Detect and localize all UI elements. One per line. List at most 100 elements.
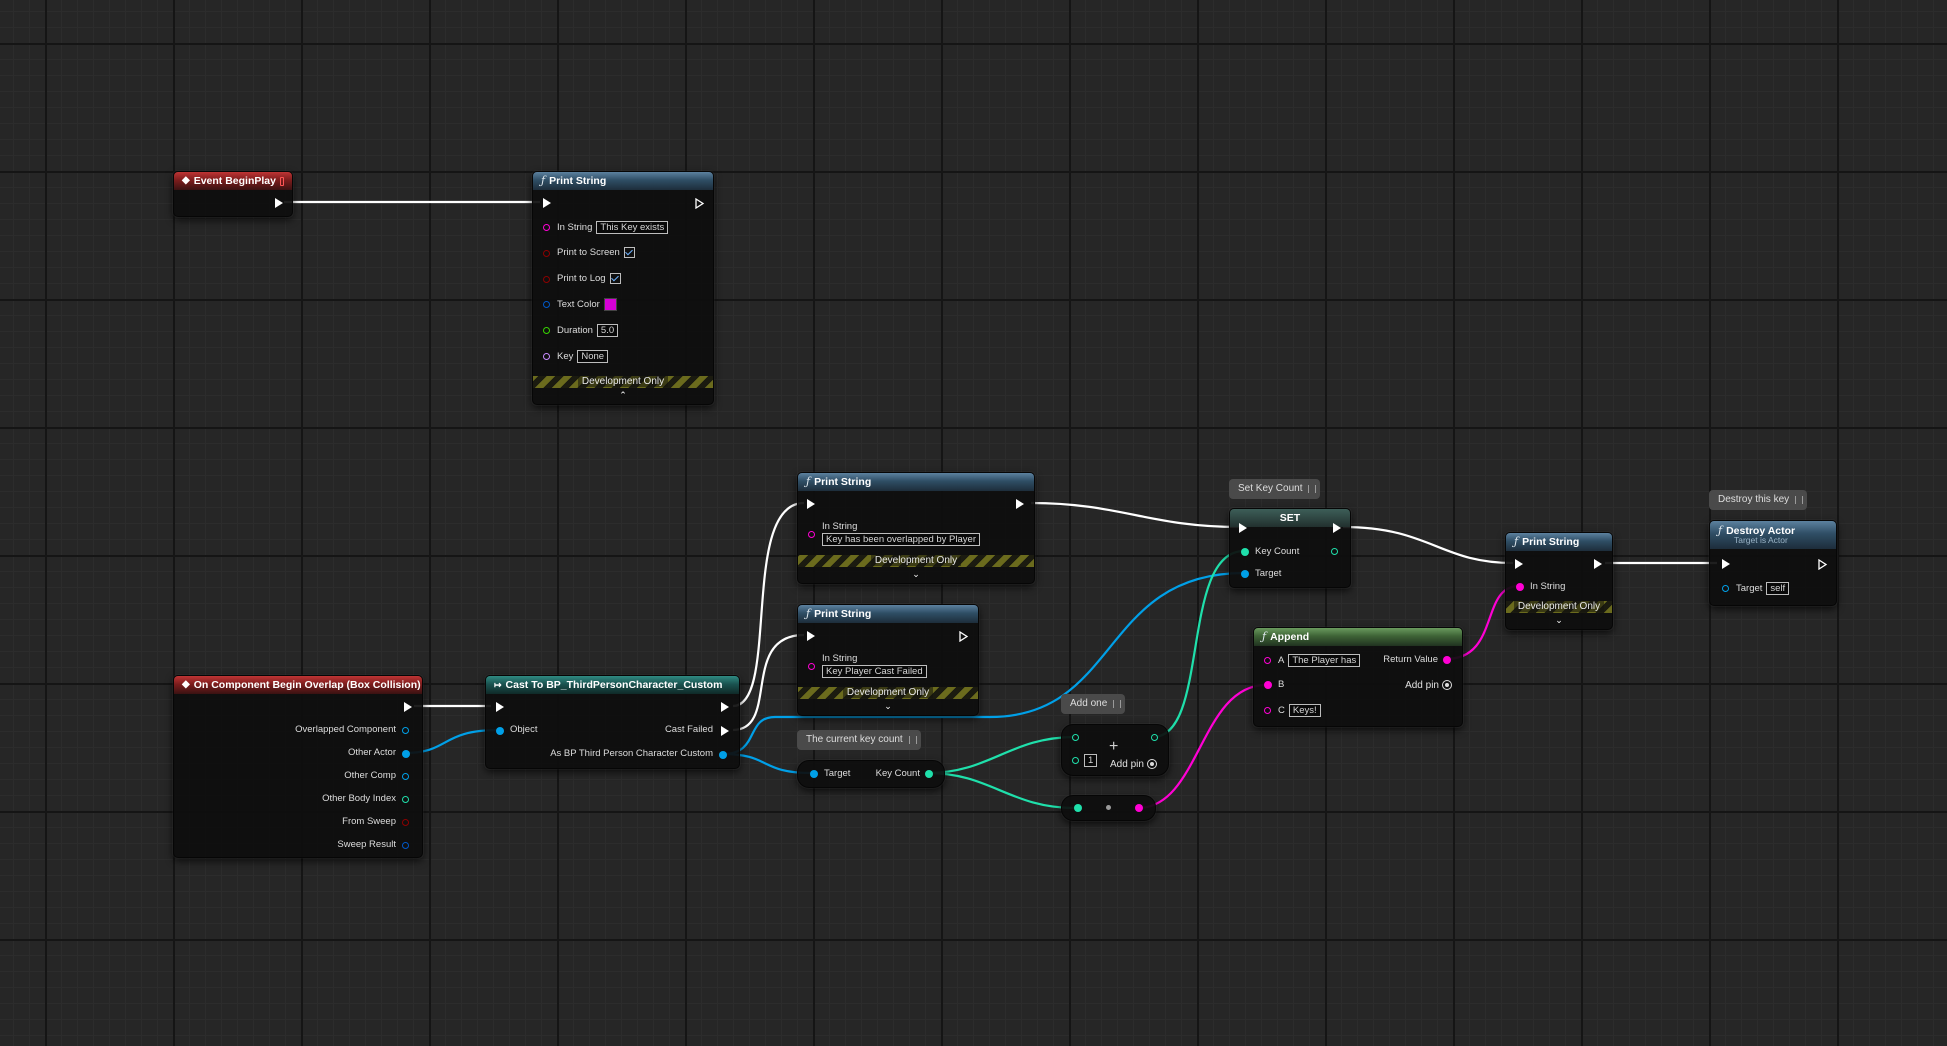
add-int-node[interactable]: 1 + Add pin — [1061, 724, 1169, 776]
sweep-result-pin[interactable] — [402, 842, 409, 849]
print-string-1-header[interactable]: ƒ Print String — [533, 172, 713, 190]
comment-destroy-this-key[interactable]: Destroy this key — [1709, 490, 1808, 510]
print-string-3-exec-out-pin[interactable] — [959, 631, 969, 642]
print-string-3-in-string-pin[interactable] — [808, 663, 815, 670]
destroy-actor-header[interactable]: ƒ Destroy Actor Target is Actor — [1710, 521, 1836, 549]
add-b-input[interactable]: 1 — [1084, 754, 1098, 767]
print-string-2-exec-out-pin[interactable] — [1016, 499, 1024, 509]
set-key-count-node[interactable]: SET Key Count Target — [1229, 508, 1351, 588]
set-key-count-out-pin[interactable] — [1331, 548, 1338, 555]
cast-exec-out-pin[interactable] — [721, 702, 729, 712]
cast-failed-exec-pin[interactable] — [721, 726, 729, 736]
on-component-begin-overlap-node[interactable]: ◆ On Component Begin Overlap (Box Collis… — [173, 675, 423, 858]
in-string-input[interactable]: This Key exists — [596, 221, 669, 234]
cast-as-pin[interactable] — [719, 751, 727, 759]
print-to-screen-checkbox[interactable] — [623, 247, 635, 258]
comment-pin-icon[interactable] — [1795, 496, 1804, 504]
key-pin[interactable] — [543, 353, 550, 360]
int-to-string-conversion-node[interactable] — [1061, 795, 1156, 821]
add-b-pin[interactable] — [1072, 757, 1079, 764]
cast-header[interactable]: ↦ Cast To BP_ThirdPersonCharacter_Custom — [486, 676, 739, 694]
cast-exec-in-pin[interactable] — [496, 702, 504, 712]
comment-pin-icon[interactable] — [1308, 485, 1317, 493]
in-string-pin[interactable] — [543, 224, 550, 231]
key-input[interactable]: None — [577, 350, 609, 363]
from-sweep-pin[interactable] — [402, 819, 409, 826]
comment-add-one[interactable]: Add one — [1061, 694, 1126, 714]
event-beginplay-node[interactable]: ◆ Event BeginPlay — [173, 171, 293, 217]
get-target-pin[interactable] — [810, 770, 818, 778]
append-c-pin[interactable] — [1264, 707, 1271, 714]
text-color-pin[interactable] — [543, 301, 550, 308]
duration-input[interactable]: 5.0 — [596, 324, 619, 337]
print-string-2-in-string-input[interactable]: Key has been overlapped by Player — [822, 533, 980, 546]
overlap-exec-out-pin[interactable] — [404, 702, 412, 712]
print-string-1-exec-in-pin[interactable] — [543, 198, 551, 208]
expand-chevron-icon[interactable]: ⌄ — [884, 701, 892, 711]
append-return-pin[interactable] — [1443, 656, 1451, 664]
set-exec-out-pin[interactable] — [1333, 523, 1341, 533]
print-string-2-header[interactable]: ƒ Print String — [798, 473, 1034, 491]
append-b-pin[interactable] — [1264, 681, 1272, 689]
event-beginplay-header[interactable]: ◆ Event BeginPlay — [174, 172, 292, 190]
destroy-actor-target-pin[interactable] — [1722, 585, 1729, 592]
comment-set-key-count[interactable]: Set Key Count — [1229, 479, 1321, 499]
print-string-3-in-string-input[interactable]: Key Player Cast Failed — [822, 665, 927, 678]
comment-pin-icon[interactable] — [908, 736, 917, 744]
conv-in-pin[interactable] — [1074, 804, 1082, 812]
destroy-actor-target-input[interactable]: self — [1766, 582, 1790, 595]
print-string-2-exec-in-pin[interactable] — [807, 499, 815, 509]
expand-chevron-icon[interactable]: ⌄ — [912, 569, 920, 579]
print-string-1-exec-out-pin[interactable] — [695, 198, 705, 209]
add-a-pin[interactable] — [1072, 734, 1079, 741]
add-result-pin[interactable] — [1151, 734, 1158, 741]
append-a-input[interactable]: The Player has — [1288, 654, 1361, 667]
set-exec-in-pin[interactable] — [1239, 523, 1247, 533]
append-c-input[interactable]: Keys! — [1288, 704, 1321, 717]
comment-pin-icon[interactable] — [1113, 700, 1122, 708]
print-string-node-4[interactable]: ƒ Print String In String Development Onl… — [1505, 532, 1613, 630]
comment-current-key-count[interactable]: The current key count — [797, 730, 921, 750]
other-body-index-pin[interactable] — [402, 796, 409, 803]
conv-out-pin[interactable] — [1135, 804, 1143, 812]
print-string-4-in-string-pin[interactable] — [1516, 583, 1524, 591]
print-string-4-header[interactable]: ƒ Print String — [1506, 533, 1612, 551]
text-color-swatch[interactable] — [603, 298, 617, 311]
print-to-log-checkbox[interactable] — [609, 273, 621, 284]
beginplay-exec-out-pin[interactable] — [275, 198, 283, 208]
cast-object-pin[interactable] — [496, 727, 504, 735]
set-target-pin[interactable] — [1241, 570, 1249, 578]
print-to-screen-pin[interactable] — [543, 250, 550, 257]
get-key-count-out-pin[interactable] — [925, 770, 933, 778]
overlap-header[interactable]: ◆ On Component Begin Overlap (Box Collis… — [174, 676, 422, 694]
print-string-4-exec-out-pin[interactable] — [1594, 559, 1602, 569]
other-comp-pin[interactable] — [402, 773, 409, 780]
overlapped-component-pin[interactable] — [402, 727, 409, 734]
set-key-count-in-pin[interactable] — [1241, 548, 1249, 556]
cast-to-character-node[interactable]: ↦ Cast To BP_ThirdPersonCharacter_Custom… — [485, 675, 740, 769]
add-pin-button[interactable]: Add pin — [1110, 759, 1157, 770]
print-string-node-3[interactable]: ƒ Print String In String Key Player Cast… — [797, 604, 979, 716]
print-string-2-in-string-pin[interactable] — [808, 531, 815, 538]
get-key-count-node[interactable]: Target Key Count — [797, 760, 945, 788]
append-add-pin-button[interactable]: Add pin — [1405, 680, 1452, 691]
append-a-pin[interactable] — [1264, 657, 1271, 664]
delegate-square-icon[interactable] — [279, 176, 284, 186]
print-string-3-exec-in-pin[interactable] — [807, 631, 815, 641]
other-actor-pin[interactable] — [402, 750, 410, 758]
print-string-3-header[interactable]: ƒ Print String — [798, 605, 978, 623]
print-to-log-pin[interactable] — [543, 276, 550, 283]
print-string-node-2[interactable]: ƒ Print String In String Key has been ov… — [797, 472, 1035, 584]
set-header[interactable]: SET — [1230, 509, 1350, 527]
destroy-actor-exec-out-pin[interactable] — [1818, 559, 1828, 570]
destroy-actor-exec-in-pin[interactable] — [1722, 559, 1730, 569]
print-string-4-exec-in-pin[interactable] — [1515, 559, 1523, 569]
duration-pin[interactable] — [543, 327, 550, 334]
collapse-chevron-icon[interactable]: ⌃ — [619, 390, 627, 400]
append-header[interactable]: ƒ Append — [1254, 628, 1462, 646]
expand-chevron-icon[interactable]: ⌄ — [1555, 615, 1563, 625]
